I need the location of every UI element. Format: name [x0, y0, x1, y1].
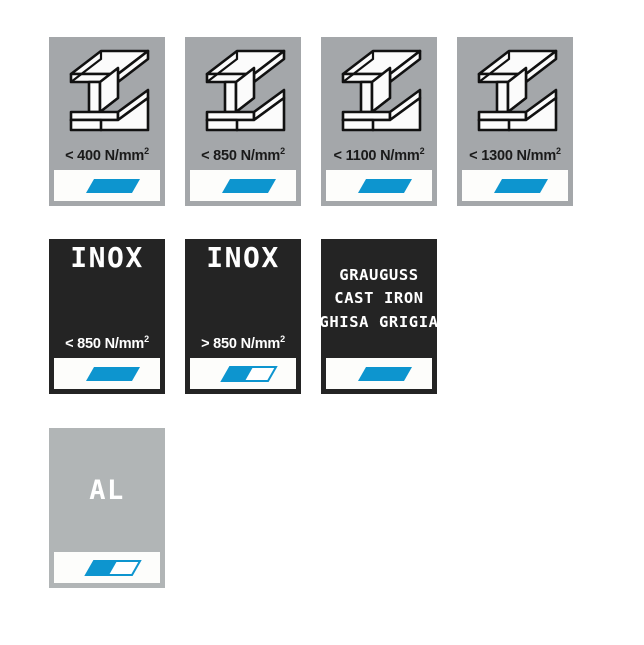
i-beam-icon	[477, 49, 557, 132]
card-body: GRAUGUSS CAST IRON GHISA GRIGIA	[319, 244, 438, 354]
rating-band	[326, 170, 432, 201]
material-card-inox-below-850[interactable]: INOX < 850 N/mm2	[49, 239, 165, 394]
rating-band	[54, 552, 160, 583]
card-caption: < 1100 N/mm2	[333, 145, 425, 164]
card-word: INOX	[70, 241, 144, 274]
i-beam-icon	[341, 49, 421, 132]
card-caption: < 850 N/mm2	[201, 145, 285, 164]
card-caption: < 400 N/mm2	[65, 145, 149, 164]
card-word-en: CAST IRON	[334, 289, 424, 308]
card-word-it: GHISA GRIGIA	[319, 312, 439, 331]
rating-band	[462, 170, 568, 201]
rating-swatch-full-icon	[222, 178, 276, 193]
material-card-steel-850[interactable]: < 850 N/mm2	[185, 37, 301, 206]
card-body: < 400 N/mm2	[54, 42, 160, 166]
card-caption: < 850 N/mm2	[65, 333, 149, 352]
card-caption: < 1300 N/mm2	[469, 145, 561, 164]
rating-swatch-full-icon	[86, 366, 140, 381]
card-word: INOX	[206, 241, 280, 274]
aluminium-row: AL	[49, 428, 165, 588]
rating-swatch-half-icon	[84, 559, 142, 576]
card-word: AL	[89, 475, 125, 506]
rating-band	[190, 170, 296, 201]
card-body: INOX < 850 N/mm2	[54, 244, 160, 354]
rating-band	[190, 358, 296, 389]
material-card-steel-1100[interactable]: < 1100 N/mm2	[321, 37, 437, 206]
card-body: < 850 N/mm2	[190, 42, 296, 166]
i-beam-icon	[69, 49, 149, 132]
card-caption: > 850 N/mm2	[201, 333, 285, 352]
material-card-inox-above-850[interactable]: INOX > 850 N/mm2	[185, 239, 301, 394]
card-body: < 1100 N/mm2	[326, 42, 432, 166]
material-card-cast-iron[interactable]: GRAUGUSS CAST IRON GHISA GRIGIA	[319, 239, 438, 394]
rating-swatch-full-icon	[358, 178, 412, 193]
card-word-de: GRAUGUSS	[339, 265, 419, 284]
material-card-aluminium[interactable]: AL	[49, 428, 165, 588]
rating-swatch-full-icon	[86, 178, 140, 193]
card-body: < 1300 N/mm2	[462, 42, 568, 166]
card-body: INOX > 850 N/mm2	[190, 244, 296, 354]
rating-band	[54, 170, 160, 201]
card-body: AL	[54, 433, 160, 548]
rating-band	[54, 358, 160, 389]
i-beam-icon	[205, 49, 285, 132]
rating-swatch-half-icon	[220, 365, 278, 382]
card-word-group: GRAUGUSS CAST IRON GHISA GRIGIA	[319, 265, 438, 331]
steel-row: < 400 N/mm2	[49, 37, 573, 206]
rating-band	[326, 358, 432, 389]
material-card-steel-1300[interactable]: < 1300 N/mm2	[457, 37, 573, 206]
stainless-castiron-row: INOX < 850 N/mm2 INOX > 850 N/mm2	[49, 239, 438, 394]
rating-swatch-full-icon	[358, 366, 412, 381]
rating-swatch-full-icon	[494, 178, 548, 193]
material-card-steel-400[interactable]: < 400 N/mm2	[49, 37, 165, 206]
